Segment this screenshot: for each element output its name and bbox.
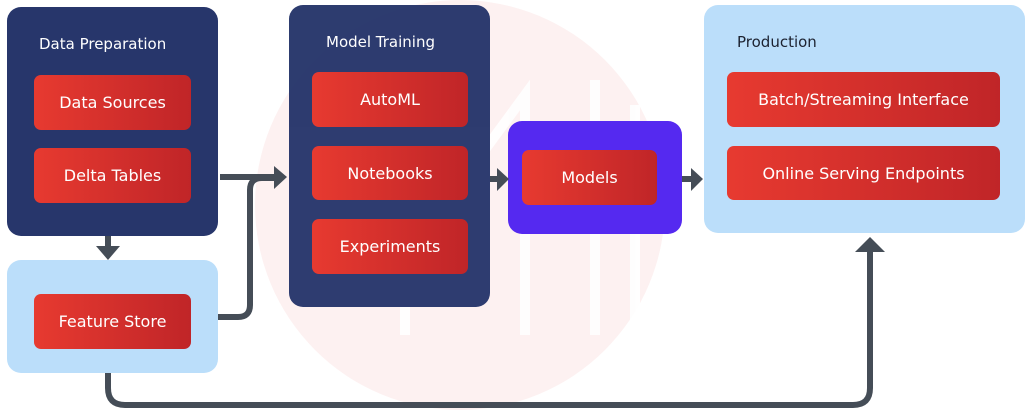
online-serving-endpoints-node[interactable]: Online Serving Endpoints (727, 146, 1000, 200)
feature-store-node[interactable]: Feature Store (34, 294, 191, 349)
data-sources-node[interactable]: Data Sources (34, 75, 191, 130)
models-node[interactable]: Models (522, 150, 657, 205)
panel-title: Model Training (326, 33, 435, 51)
delta-tables-node[interactable]: Delta Tables (34, 148, 191, 203)
notebooks-node[interactable]: Notebooks (312, 146, 468, 200)
automl-node[interactable]: AutoML (312, 72, 468, 127)
panel-title: Data Preparation (39, 35, 167, 53)
batch-streaming-interface-node[interactable]: Batch/Streaming Interface (727, 72, 1000, 127)
arrow-feature-store-to-production (105, 250, 873, 408)
arrow-feature-store-to-training (218, 175, 275, 320)
experiments-node[interactable]: Experiments (312, 219, 468, 274)
panel-title: Production (737, 33, 817, 51)
